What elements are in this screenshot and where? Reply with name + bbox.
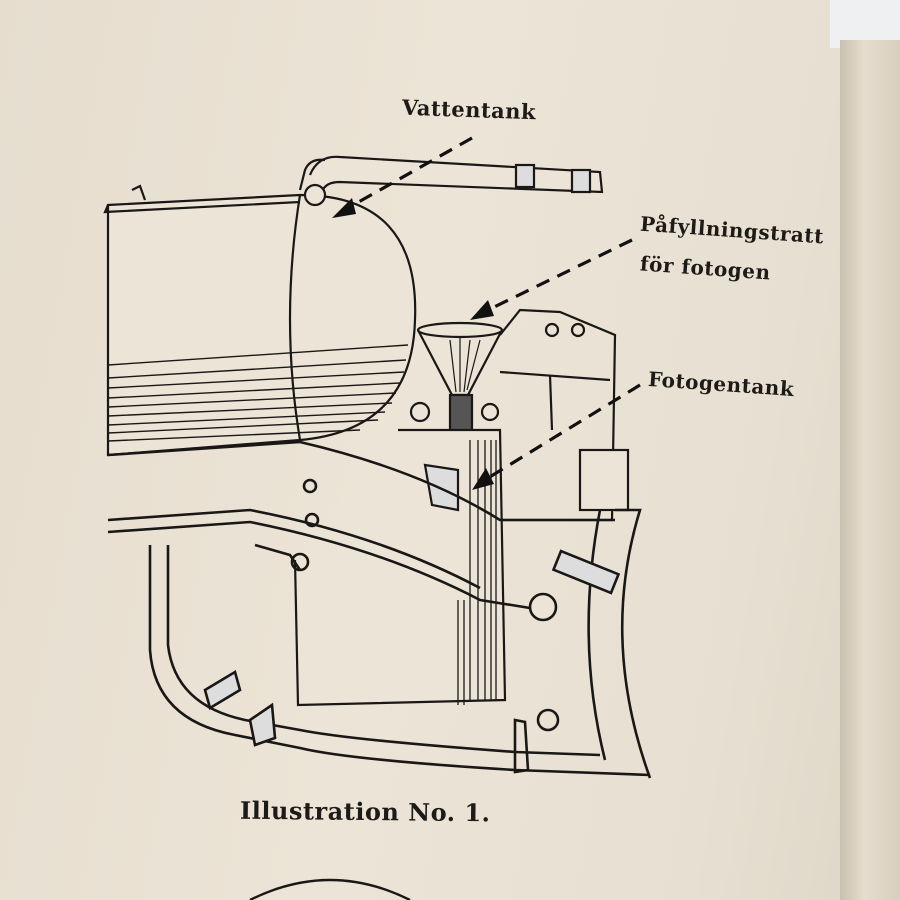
label-vattentank: Vattentank bbox=[401, 94, 537, 125]
tank-shading bbox=[107, 344, 409, 442]
fotogentank-arrowhead bbox=[472, 468, 494, 490]
chassis-frame bbox=[107, 440, 652, 779]
vattentank-arrow-line bbox=[347, 136, 473, 210]
engine-block bbox=[499, 308, 630, 522]
page-edge bbox=[840, 40, 900, 900]
fotogentank-arrow-line bbox=[487, 383, 641, 480]
arrowheads bbox=[332, 198, 494, 490]
pafyllning-arrow-line bbox=[487, 238, 633, 312]
water-tank bbox=[103, 183, 417, 457]
kerosene-tank bbox=[293, 401, 507, 707]
next-figure-fragment bbox=[249, 878, 411, 900]
leader-lines bbox=[347, 136, 641, 480]
figure-caption: Illustration No. 1. bbox=[239, 795, 491, 828]
water-pipe bbox=[298, 155, 604, 194]
vattentank-arrowhead bbox=[332, 198, 356, 218]
kerosene-funnel bbox=[416, 321, 504, 433]
pafyllning-arrowhead bbox=[470, 300, 494, 320]
